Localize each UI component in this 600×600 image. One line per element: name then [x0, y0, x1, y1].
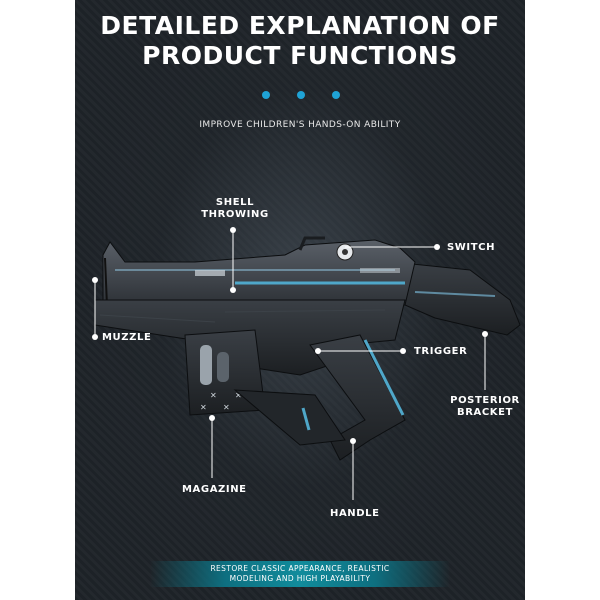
svg-text:✕: ✕: [235, 391, 242, 400]
bottom-banner-text: RESTORE CLASSIC APPEARANCE, REALISTIC MO…: [150, 564, 450, 584]
callout-posterior-bracket: POSTERIOR BRACKET: [450, 395, 520, 419]
callout-handle: HANDLE: [330, 508, 380, 519]
posterior-bracket-part: [392, 261, 521, 336]
callout-shell-throwing: SHELL THROWING: [200, 197, 270, 221]
bottom-banner-line-2: MODELING AND HIGH PLAYABILITY: [229, 574, 371, 583]
callout-shell-throwing-line-1: SHELL: [215, 197, 255, 208]
callout-magazine: MAGAZINE: [182, 484, 247, 495]
accent-dot: [332, 91, 340, 99]
callout-shell-throwing-line-2: THROWING: [201, 209, 269, 220]
accent-dot: [262, 91, 270, 99]
upper-receiver-part: [102, 236, 416, 311]
svg-text:✕: ✕: [210, 391, 217, 400]
bottom-banner-line-1: RESTORE CLASSIC APPEARANCE, REALISTIC: [210, 564, 390, 573]
callout-posterior-bracket-line-2: BRACKET: [456, 407, 513, 418]
callout-leader-lines: [94, 230, 486, 500]
product-poster: DETAILED EXPLANATION OF PRODUCT FUNCTION…: [75, 0, 525, 600]
poster-title-line-1: DETAILED EXPLANATION OF: [100, 11, 500, 40]
callout-muzzle: MUZZLE: [102, 332, 152, 343]
svg-text:✕: ✕: [223, 403, 230, 412]
callout-switch: SWITCH: [447, 242, 496, 253]
toy-gun-illustration: ✕ ✕ ✕ ✕: [92, 227, 521, 500]
poster-title-line-2: PRODUCT FUNCTIONS: [142, 41, 458, 70]
callout-trigger: TRIGGER: [414, 346, 468, 357]
svg-text:✕: ✕: [200, 403, 207, 412]
poster-subtitle: IMPROVE CHILDREN'S HANDS-ON ABILITY: [199, 120, 401, 130]
accent-dot: [297, 91, 305, 99]
handle-part: [233, 334, 406, 461]
callout-posterior-bracket-line-1: POSTERIOR: [450, 395, 520, 406]
bottom-banner: RESTORE CLASSIC APPEARANCE, REALISTIC MO…: [150, 561, 450, 587]
